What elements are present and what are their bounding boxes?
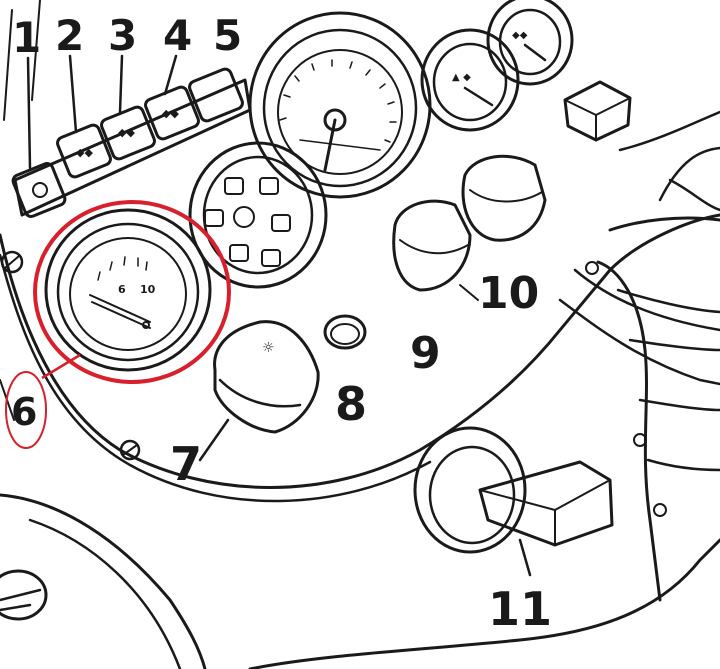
callout-label: 3 — [108, 11, 137, 60]
light-switch-knob: ☼ — [213, 320, 320, 434]
speedometer-gauge — [248, 11, 432, 199]
callout-label: 6 — [11, 390, 37, 434]
callout-1: 1 — [12, 13, 41, 170]
push-button-8 — [323, 314, 367, 350]
svg-text:◆◆: ◆◆ — [162, 107, 179, 120]
svg-text:◆◆: ◆◆ — [512, 30, 528, 41]
switch-block: ◆◆ ◆◆ ◆◆ — [11, 67, 252, 218]
highlight-6 — [5, 200, 231, 449]
svg-text:☼: ☼ — [262, 340, 275, 356]
callout-label: 8 — [335, 377, 367, 431]
callout-label: 5 — [213, 11, 242, 60]
callout-9: 9 — [410, 328, 441, 379]
gauge-6: 6 10 — [44, 208, 212, 372]
svg-text:◆◆: ◆◆ — [76, 146, 93, 159]
callout-2: 2 — [55, 11, 84, 134]
screw-heads — [0, 250, 667, 517]
gauge-6-scale-10: 10 — [140, 283, 156, 296]
knob-pair-10 — [392, 154, 547, 301]
lever-11 — [413, 426, 614, 577]
callout-10: 10 — [478, 268, 539, 319]
callout-3: 3 — [108, 11, 137, 114]
gear-shift-boot — [596, 178, 720, 602]
cap-knob — [563, 80, 632, 142]
callout-6: 6 — [11, 390, 37, 434]
callout-label: 2 — [55, 11, 84, 60]
warning-light-cluster — [188, 141, 328, 289]
callout-label: 1 — [12, 13, 41, 62]
callout-4: 4 — [163, 11, 192, 96]
svg-text:▲ ◆: ▲ ◆ — [452, 72, 471, 83]
callout-8: 8 — [335, 377, 367, 431]
gauge-6-scale-6: 6 — [118, 283, 126, 296]
callout-label: 10 — [478, 268, 539, 319]
callout-label: 4 — [163, 11, 192, 60]
callout-label: 9 — [410, 328, 441, 379]
svg-text:◆◆: ◆◆ — [118, 126, 135, 139]
callout-11: 11 — [488, 582, 552, 636]
oil-pressure-gauge: ▲ ◆ — [420, 28, 520, 132]
callout-5: 5 — [213, 11, 242, 60]
lower-left-control — [0, 569, 48, 621]
callout-label: 11 — [488, 582, 552, 636]
callout-7: 7 — [170, 418, 230, 491]
temperature-gauge: ◆◆ — [486, 0, 574, 86]
callout-label: 7 — [170, 437, 202, 491]
